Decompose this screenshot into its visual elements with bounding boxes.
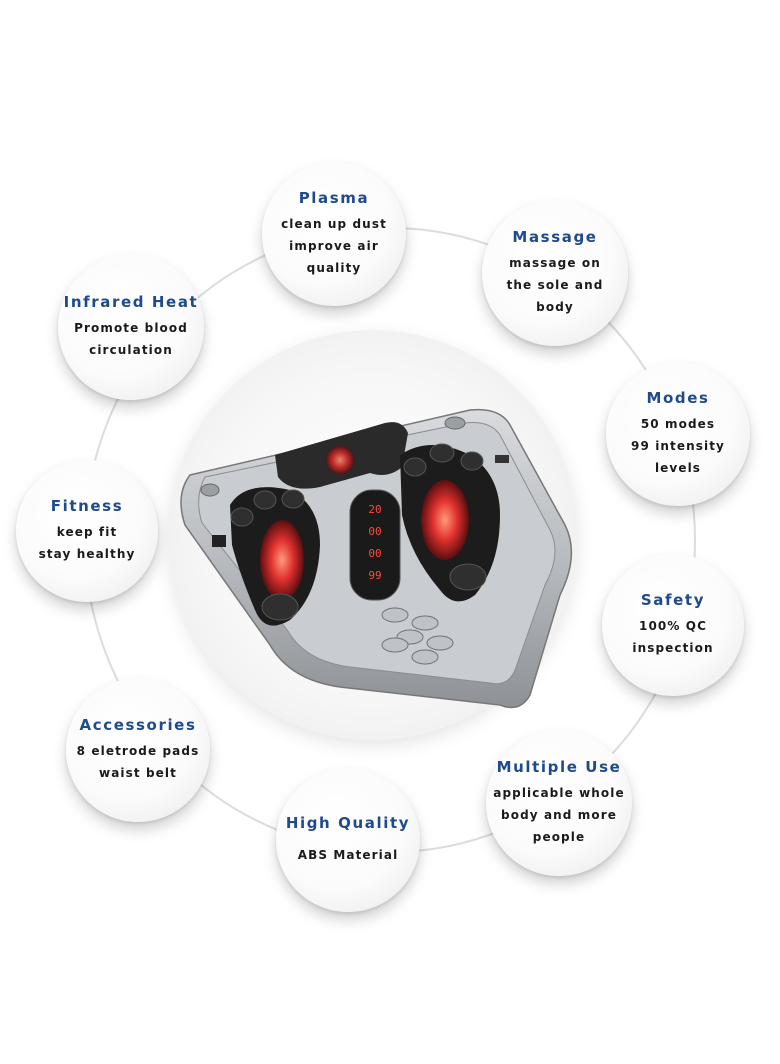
led-readout-1: 20 [368,503,381,516]
feature-desc-line: 100% QC [639,619,707,633]
feature-title: Fitness [50,497,124,515]
feature-bubble-plasma: Plasma clean up dust improve air quality [262,162,406,306]
feature-title: Safety [640,591,706,609]
side-ports [212,535,226,547]
feature-desc-line: keep fit [56,525,118,539]
infrared-glow [326,446,354,474]
feature-desc-line: applicable whole [493,786,625,800]
feature-desc-line: 50 modes [640,417,716,431]
feature-desc-line: people [532,830,586,844]
feature-desc-line: improve air [289,239,379,253]
feature-desc-line: clean up dust [281,217,387,231]
feature-title: Massage [512,228,598,246]
feature-desc-line: body [536,300,574,314]
feature-bubble-modes: Modes 50 modes 99 intensity levels [606,362,750,506]
foot-massager-device-image: 20 00 00 99 [180,408,573,709]
feature-bubble-infrared-heat: Infrared Heat Promote blood circulation [58,254,204,400]
feature-desc-line: stay healthy [38,547,136,561]
feature-title: Accessories [79,716,197,734]
side-jack-left [200,483,220,497]
feature-title: Plasma [298,189,370,207]
led-readout-2: 00 [368,525,381,538]
feature-bubble-fitness: Fitness keep fit stay healthy [16,460,158,602]
led-readout-4: 99 [368,569,381,582]
feature-title: Multiple Use [496,758,622,776]
power-cord [495,455,509,463]
right-foot-electrode-pad [400,443,500,602]
feature-desc-line: quality [306,261,362,275]
led-display-panel [349,489,401,601]
feature-desc-line: 99 intensity [631,439,725,453]
left-foot-electrode-pad [230,487,320,626]
feature-title: Infrared Heat [63,293,199,311]
feature-desc-line: body and more [501,808,617,822]
feature-bubble-high-quality: High Quality ABS Material [276,768,420,912]
feature-desc-line: Promote blood [74,321,188,335]
feature-desc-line: massage on [509,256,601,270]
feature-bubble-massage: Massage massage on the sole and body [482,200,628,346]
feature-title: High Quality [285,814,411,832]
led-readout-3: 00 [368,547,381,560]
feature-desc-line: levels [654,461,702,475]
control-buttons [381,607,454,665]
feature-desc-line: ABS Material [297,848,399,862]
feature-bubble-safety: Safety 100% QC inspection [602,554,744,696]
feature-title: Modes [646,389,710,407]
feature-desc-line: the sole and [506,278,604,292]
side-jack-right [444,416,466,430]
feature-desc-line: inspection [632,641,714,655]
feature-desc-line: circulation [89,343,173,357]
feature-bubble-accessories: Accessories 8 eletrode pads waist belt [66,678,210,822]
feature-desc-line: waist belt [99,766,177,780]
feature-desc-line: 8 eletrode pads [76,744,200,758]
feature-bubble-multiple-use: Multiple Use applicable whole body and m… [486,730,632,876]
